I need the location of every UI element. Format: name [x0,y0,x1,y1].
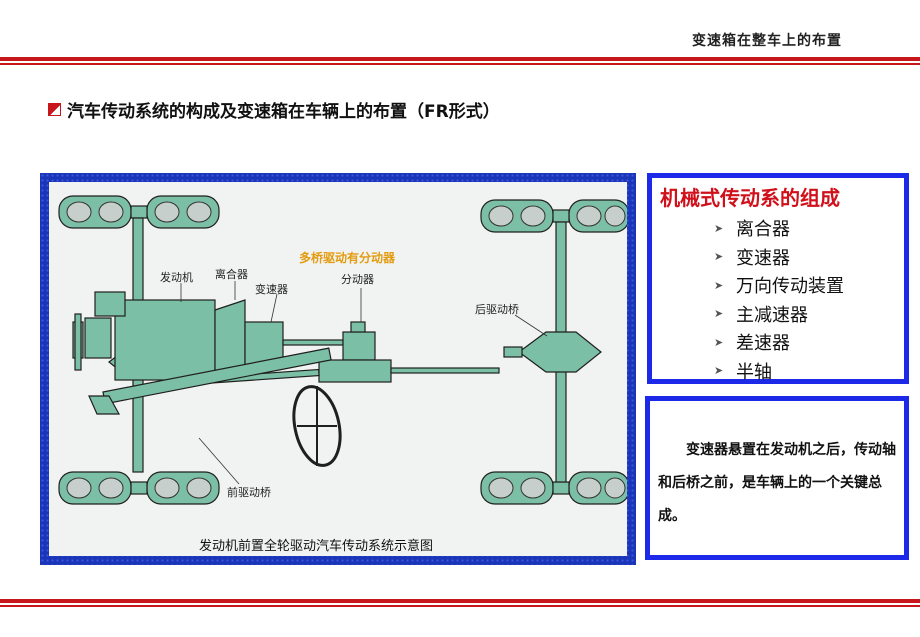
components-list: ➤离合器 ➤变速器 ➤万向传动装置 ➤主减速器 ➤差速器 ➤半轴 [714,214,844,385]
square-bullet-icon [48,103,61,116]
list-item: ➤离合器 [714,219,790,241]
transfer-case [342,331,376,361]
chevron-right-icon: ➤ [714,364,724,378]
description-box: 变速器悬置在发动机之后，传动轴和后桥之前，是车辆上的一个关键总成。 [645,396,909,560]
list-item: ➤变速器 [714,247,790,269]
gearbox-label: 变速器 [255,283,288,296]
chevron-right-icon: ➤ [714,221,724,235]
diagram-caption: 发动机前置全轮驱动汽车传动系统示意图 [199,539,434,554]
front-axle-label: 前驱动桥 [227,486,271,499]
engine-label: 发动机 [160,271,193,284]
components-box: 机械式传动系的组成 ➤离合器 ➤变速器 ➤万向传动装置 ➤主减速器 ➤差速器 ➤… [647,173,909,384]
subtitle-text: 汽车传动系统的构成及变速箱在车辆上的布置（FR形式） [67,102,500,122]
list-item: ➤万向传动装置 [714,276,844,298]
header-title: 变速箱在整车上的布置 [692,33,842,49]
list-item: ➤半轴 [714,361,772,383]
drivetrain-drawing [58,195,627,505]
engine-block [114,299,216,381]
multi-axle-note: 多桥驱动有分动器 [299,251,396,265]
transfer-case-label: 分动器 [341,273,374,286]
footer-divider-thin [0,605,920,607]
slide-subtitle: 汽车传动系统的构成及变速箱在车辆上的布置（FR形式） [48,97,500,122]
list-item: ➤差速器 [714,333,790,355]
rear-differential [517,331,602,373]
chevron-right-icon: ➤ [714,307,724,321]
description-text: 变速器悬置在发动机之后，传动轴和后桥之前，是车辆上的一个关键总成。 [658,442,896,524]
diagram-canvas: 发动机 离合器 变速器 分动器 多桥驱动有分动器 后驱动桥 前驱动桥 发动机前置… [49,182,627,556]
chevron-right-icon: ➤ [714,278,724,292]
chevron-right-icon: ➤ [714,335,724,349]
list-item: ➤主减速器 [714,304,808,326]
components-title: 机械式传动系的组成 [660,186,840,210]
footer-divider [0,599,920,603]
drivetrain-diagram: 发动机 离合器 变速器 分动器 多桥驱动有分动器 后驱动桥 前驱动桥 发动机前置… [40,173,636,565]
clutch-label: 离合器 [215,268,248,281]
chevron-right-icon: ➤ [714,250,724,264]
header-divider-thin [0,63,920,65]
header-divider [0,57,920,61]
rear-axle-label: 后驱动桥 [475,303,519,316]
